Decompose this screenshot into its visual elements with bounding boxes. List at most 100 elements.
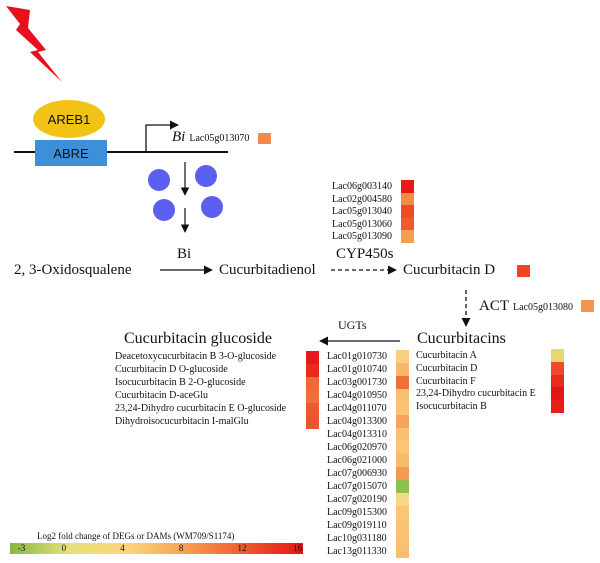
cucurbitacins-heat-column [551, 349, 564, 413]
heat-cell [396, 363, 409, 376]
legend-tick-label: 12 [237, 543, 247, 553]
cucurbitacin-d-label: Cucurbitacin D [403, 262, 496, 278]
gene-id: Lac05g013060 [332, 218, 392, 230]
metabolite-name: 23,24-Dihydro cucurbitacin E [416, 388, 536, 400]
ugts-label: UGTs [338, 318, 367, 332]
areb1-label: AREB1 [47, 111, 91, 127]
gene-id: Lac01g010730 [327, 351, 387, 362]
heat-cell [401, 217, 414, 231]
legend-tick-label: 8 [178, 543, 184, 553]
metabolite-name: Cucurbitacin D [416, 362, 478, 374]
areb1-ellipse: AREB1 [33, 100, 105, 138]
metabolite-name: Isocucurbitacin B [416, 401, 487, 413]
gene-id: Lac04g010950 [327, 390, 387, 401]
heat-cell [551, 374, 564, 388]
heat-cell [401, 205, 414, 218]
cucurbitacin-d-heat-cell [517, 265, 530, 277]
heat-cell [551, 349, 564, 362]
gene-id: Lac01g010740 [327, 364, 387, 375]
heat-cell [396, 532, 409, 545]
gene-id: Lac09g019110 [327, 520, 387, 531]
heat-cell [396, 389, 409, 402]
heat-cell [396, 402, 409, 415]
cucurbitacins-title: Cucurbitacins [417, 330, 506, 347]
heat-cell [306, 351, 319, 364]
abre-box: ABRE [35, 140, 107, 166]
enzyme-molecule-icon [153, 199, 175, 221]
gene-id: Lac07g006930 [327, 468, 387, 479]
heat-cell [306, 364, 319, 377]
metabolite-name: Cucurbitacin D O-glucoside [115, 364, 228, 375]
gene-id: Lac06g021000 [327, 455, 387, 466]
metabolite-name: Cucurbitacin F [416, 375, 476, 387]
cyp450s-label: CYP450s [336, 246, 394, 262]
glucoside-heat-column [306, 351, 319, 429]
heat-cell [396, 428, 409, 441]
enzyme-molecule-icon [201, 196, 223, 218]
bi-gene-id: Lac05g013070 [189, 133, 250, 144]
metabolite-name: Cucurbitacin D-aceGlu [115, 390, 209, 401]
act-label: ACT Lac05g013080 [479, 297, 573, 315]
metabolite-name: Deacetoxycucurbitacin B 3-O-glucoside [115, 351, 277, 362]
heat-cell [306, 377, 319, 390]
act-enzyme-label: ACT [479, 298, 509, 314]
heat-cell [396, 415, 409, 428]
legend-title: Log2 fold change of DEGs or DAMs (WM709/… [37, 531, 235, 541]
gene-id: Lac06g003140 [332, 181, 392, 192]
transcription-arrow [145, 120, 179, 152]
ugt-heat-column [396, 350, 409, 558]
abre-label: ABRE [53, 145, 89, 161]
bi-gene-heat-cell [258, 133, 271, 144]
heat-cell [551, 387, 564, 401]
legend-ticks: -3 0 4 8 12 16 [10, 543, 303, 554]
heat-cell [401, 180, 414, 193]
gene-id: Lac04g013310 [327, 429, 387, 440]
legend-tick-label: 16 [293, 543, 303, 553]
heat-cell [396, 493, 409, 506]
gene-id: Lac04g013300 [327, 416, 387, 427]
enzyme-molecule-icon [148, 169, 170, 191]
heat-cell [401, 192, 414, 206]
metabolite-name: Cucurbitacin A [416, 350, 477, 361]
act-gene-id: Lac05g013080 [513, 302, 573, 313]
heat-cell [306, 416, 319, 429]
legend-tick-label: -3 [17, 543, 26, 553]
metabolite-name: 23,24-Dihydro cucurbitacin E O-glucoside [115, 403, 287, 414]
legend-colorbar [10, 543, 303, 554]
heat-cell [396, 506, 409, 519]
gene-id: Lac07g020190 [327, 494, 387, 505]
heat-cell [306, 390, 319, 403]
gene-id: Lac05g013090 [332, 231, 392, 243]
heat-cell [396, 454, 409, 467]
heat-cell [306, 403, 319, 416]
cyp450-heat-column [401, 180, 414, 243]
gene-id: Lac10g031180 [327, 533, 387, 544]
heat-cell [396, 545, 409, 558]
act-gene-heat-cell [581, 300, 594, 312]
heat-cell [396, 376, 409, 389]
heat-cell [396, 480, 409, 493]
legend-tick-label: 4 [120, 543, 125, 553]
enzyme-molecule-icon [195, 165, 217, 187]
heat-cell [396, 441, 409, 454]
heat-cell [401, 230, 414, 243]
metabolite-name: Dihydroisocucurbitacin I-malGlu [115, 416, 249, 427]
legend-tick-label: 0 [61, 543, 67, 553]
lightning-bolt-icon [6, 6, 62, 82]
heat-cell [396, 519, 409, 532]
bi-gene-italic: Bi [172, 129, 186, 145]
bi-enzyme-label: Bi [177, 246, 192, 262]
glucoside-title: Cucurbitacin glucoside [124, 330, 272, 347]
heat-cell [551, 361, 564, 375]
gene-id: Lac09g015300 [327, 507, 387, 518]
gene-id: Lac06g020970 [327, 442, 387, 453]
heat-cell [396, 467, 409, 480]
cucurbitadienol-label: Cucurbitadienol [219, 262, 316, 278]
gene-id: Lac03g001730 [327, 377, 387, 388]
gene-id: Lac05g013040 [332, 206, 392, 218]
bi-gene-label: Bi Lac05g013070 [172, 128, 249, 146]
gene-id: Lac07g015070 [327, 481, 387, 492]
heat-cell [396, 350, 409, 363]
gene-id: Lac13g011330 [327, 546, 387, 557]
